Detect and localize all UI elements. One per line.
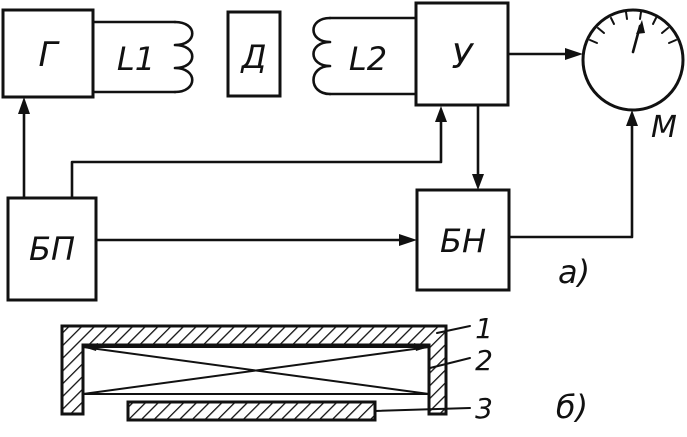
housing-1: [60, 324, 448, 416]
generator-label: Г: [39, 35, 61, 75]
coil-l2-label: L2: [349, 40, 387, 78]
amplifier-block: У: [414, 1, 510, 107]
bn-label: БН: [440, 222, 486, 260]
part-b-label: б): [556, 388, 588, 426]
wire-ps-to-amplifier: [70, 116, 443, 200]
sensor-block: Д: [226, 10, 282, 98]
coil-l2: L2: [312, 16, 418, 96]
callout-3: 3: [475, 392, 493, 425]
cross-section: 1 2 3: [60, 312, 493, 425]
power-supply-label: БП: [29, 230, 75, 268]
generator-block: Г: [1, 8, 95, 99]
coil-l1-label: L1: [117, 40, 155, 78]
callout-1: 1: [475, 312, 493, 345]
coil-l1: L1: [91, 20, 194, 94]
plate-3: [126, 400, 377, 422]
amplifier-label: У: [452, 37, 475, 77]
callout-2: 2: [475, 344, 493, 377]
meter-dial: М: [581, 8, 685, 145]
sensor-label: Д: [240, 38, 267, 76]
power-supply-block: БП: [6, 196, 98, 302]
meter-label: М: [651, 110, 677, 145]
part-a-label: а): [558, 253, 590, 291]
wire-bn-to-meter: [507, 120, 634, 239]
bn-block: БН: [415, 188, 511, 292]
